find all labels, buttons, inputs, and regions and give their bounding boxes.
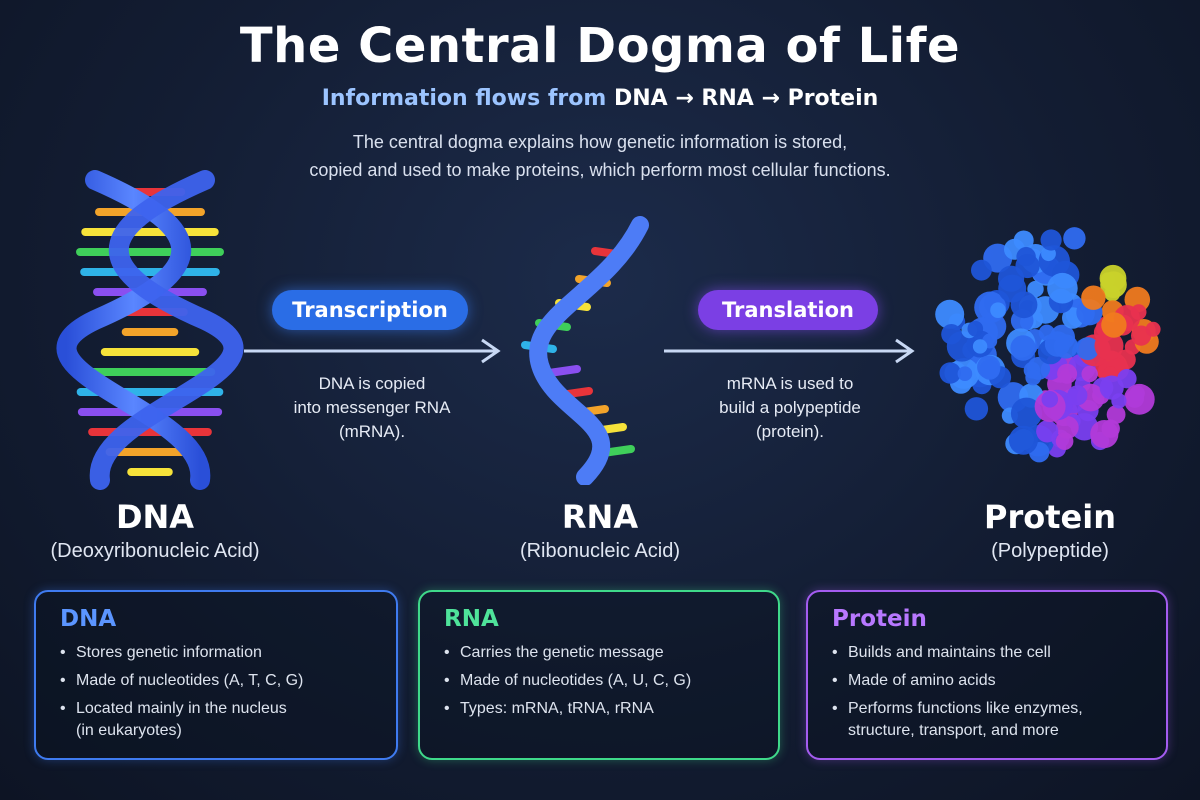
transcription-desc-line-1: DNA is copied (318, 374, 426, 393)
dna-card-title: DNA (60, 606, 117, 632)
page-subtitle: Information flows from DNA → RNA → Prote… (0, 86, 1200, 111)
translation-pill: Translation (698, 290, 878, 330)
list-item: Types: mRNA, tRNA, rRNA (444, 698, 758, 720)
list-item-text: Located mainly in the nucleus (76, 700, 287, 717)
list-item: Carries the genetic message (444, 642, 758, 664)
arrow-right-icon (664, 338, 915, 364)
protein-card-title: Protein (832, 606, 927, 632)
dna-card-list: Stores genetic information Made of nucle… (60, 642, 376, 742)
rna-info-card: RNA Carries the genetic message Made of … (418, 590, 780, 760)
list-item: Builds and maintains the cell (832, 642, 1146, 664)
list-item-continuation: structure, transport, and more (848, 722, 1059, 739)
protein-full-name: (Polypeptide) (991, 540, 1109, 562)
dna-full-name: (Deoxyribonucleic Acid) (50, 540, 260, 562)
page-title: The Central Dogma of Life (239, 18, 961, 74)
list-item: Stores genetic information (60, 642, 376, 664)
protein-label: Protein (984, 498, 1116, 536)
transcription-desc-line-3: (mRNA). (338, 422, 406, 441)
transcription-desc-line-2: into messenger RNA (293, 398, 451, 417)
protein-structure-icon (935, 227, 1161, 463)
intro-line-1: The central dogma explains how genetic i… (352, 132, 848, 152)
rna-card-list: Carries the genetic message Made of nucl… (444, 642, 758, 720)
rna-full-name: (Ribonucleic Acid) (519, 540, 681, 562)
translation-desc-line-1: mRNA is used to (726, 374, 854, 393)
list-item: Made of amino acids (832, 670, 1146, 692)
dna-info-card: DNA Stores genetic information Made of n… (34, 590, 398, 760)
intro-text: The central dogma explains how genetic i… (0, 128, 1200, 184)
transcription-pill: Transcription (272, 290, 468, 330)
rna-single-strand-icon (521, 216, 649, 485)
transcription-description: DNA is copied into messenger RNA (mRNA). (262, 372, 482, 444)
intro-line-2: copied and used to make proteins, which … (309, 160, 891, 180)
list-item: Performs functions like enzymes, structu… (832, 698, 1146, 742)
rna-card-title: RNA (444, 606, 499, 632)
list-item-continuation: (in eukaryotes) (76, 722, 182, 739)
list-item-text: Performs functions like enzymes, (848, 700, 1083, 717)
list-item: Located mainly in the nucleus (in eukary… (60, 698, 376, 742)
subtitle-lead: Information flows from (321, 86, 607, 111)
dna-label: DNA (115, 498, 195, 536)
translation-desc-line-2: build a polypeptide (719, 398, 861, 417)
protein-card-list: Builds and maintains the cell Made of am… (832, 642, 1146, 742)
list-item: Made of nucleotides (A, T, C, G) (60, 670, 376, 692)
arrow-right-icon (244, 338, 501, 364)
translation-description: mRNA is used to build a polypeptide (pro… (680, 372, 900, 444)
rna-label: RNA (561, 498, 639, 536)
subtitle-flow: DNA → RNA → Protein (613, 86, 879, 111)
protein-info-card: Protein Builds and maintains the cell Ma… (806, 590, 1168, 760)
list-item: Made of nucleotides (A, U, C, G) (444, 670, 758, 692)
dna-double-helix-icon (56, 170, 244, 490)
translation-desc-line-3: (protein). (755, 422, 825, 441)
